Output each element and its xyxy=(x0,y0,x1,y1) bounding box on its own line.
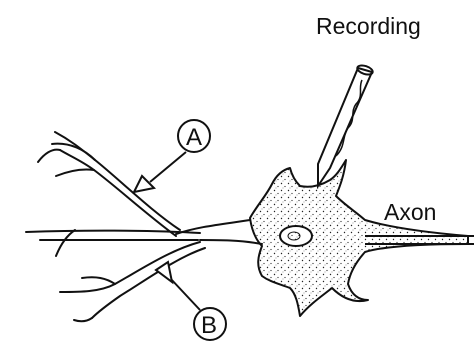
dendrite-trunk-bottom xyxy=(200,240,262,244)
recording-electrode xyxy=(318,64,374,186)
dendrite-lower xyxy=(60,242,200,292)
dendrite-lower-twig2 xyxy=(74,318,92,321)
synapse-a-label: A xyxy=(186,124,202,151)
synapse-b-line xyxy=(170,278,200,310)
dendrite-upper-twig2 xyxy=(56,169,94,176)
dendrite-middle xyxy=(26,231,200,233)
recording-label: Recording xyxy=(316,13,421,39)
dendrite-middle-twig xyxy=(56,230,75,256)
dendrite-lower-inner xyxy=(92,248,205,318)
dendrite-lower-twig1 xyxy=(82,277,115,284)
synapse-b-label: B xyxy=(201,312,217,339)
synapse-a-terminal xyxy=(134,176,154,192)
axon-label: Axon xyxy=(384,199,436,225)
dendrite-upper-twig3 xyxy=(38,150,60,162)
cell-body xyxy=(250,160,468,316)
dendrite-upper-inner xyxy=(60,150,176,236)
dendrites xyxy=(26,132,262,321)
synapse-a-line xyxy=(150,152,186,182)
nucleolus xyxy=(288,232,300,240)
synapse-b-terminal xyxy=(156,262,172,282)
